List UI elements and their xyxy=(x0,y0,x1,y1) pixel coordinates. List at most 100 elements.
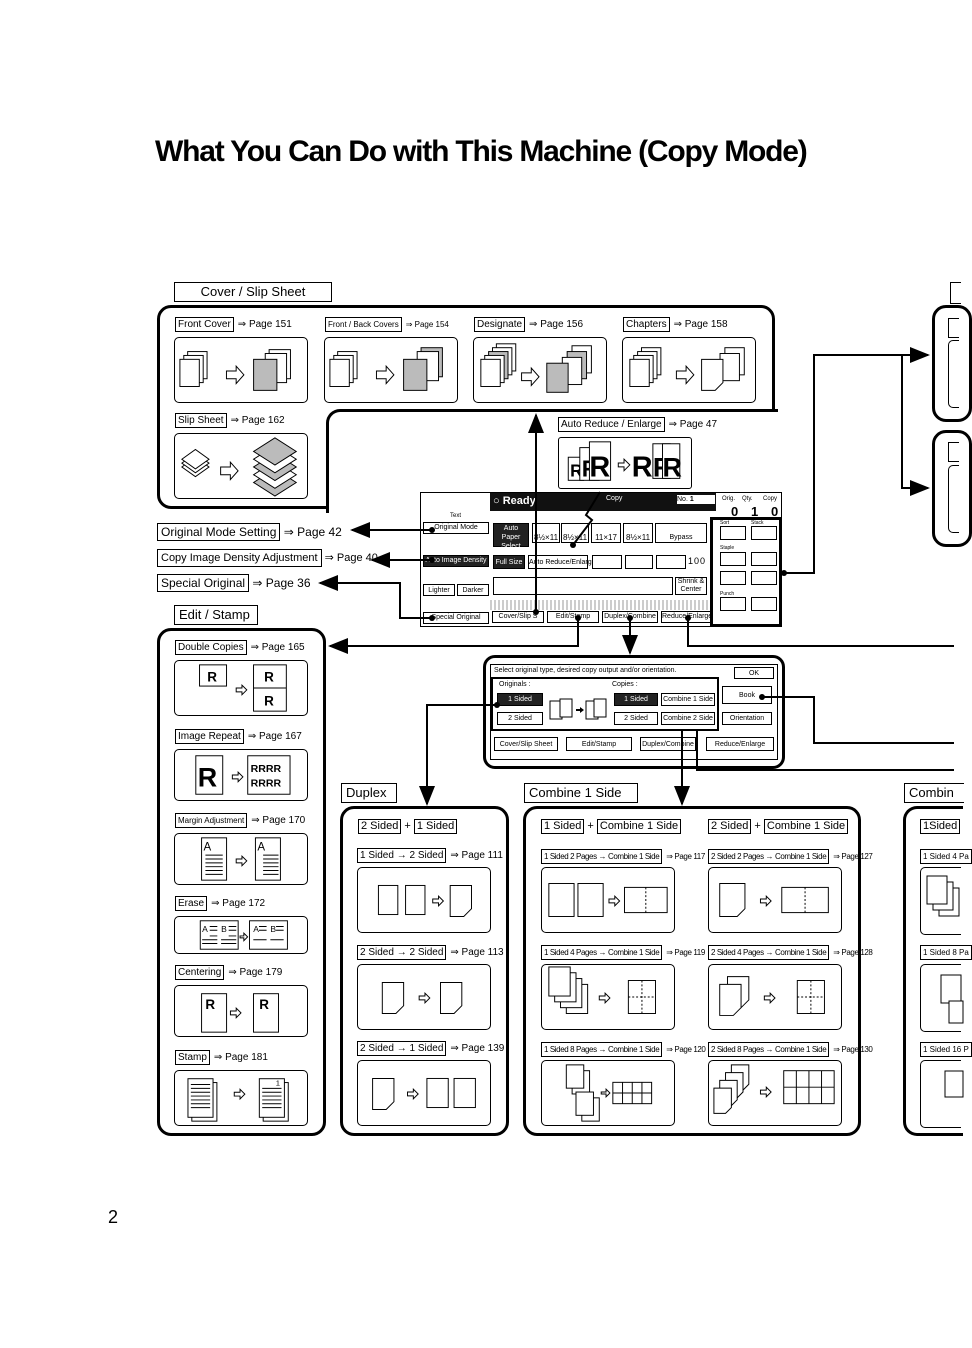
darker-button[interactable]: Darker xyxy=(457,584,489,596)
combine-l2-illustration xyxy=(541,964,675,1030)
combine-header: Combine 1 Side xyxy=(524,783,638,803)
tab-edit-stamp[interactable]: Edit/Stamp xyxy=(547,611,599,623)
image-repeat-label: Image Repeat⇒ Page 167 xyxy=(175,729,302,744)
tray-2-button[interactable]: 8½×11 xyxy=(561,523,589,543)
slip-sheet-illustration xyxy=(174,433,308,499)
duplex-1-2-label: 1 Sided → 2 Sided⇒ Page 111 xyxy=(357,848,503,863)
copies-1-sided-button[interactable]: 1 Sided xyxy=(614,693,658,706)
right-partial-group-1 xyxy=(932,305,972,422)
auto-image-density-button[interactable]: Auto Image Density xyxy=(423,555,489,567)
svg-text:R: R xyxy=(264,693,274,708)
combine2-l1-label: 1 Sided 4 Pa xyxy=(920,849,972,864)
duplex-tab-reduce[interactable]: Reduce/Enlarge xyxy=(706,737,774,751)
copies-2-sided-button[interactable]: 2 Sided xyxy=(614,712,658,725)
page-number: 2 xyxy=(108,1207,119,1227)
slip-sheet-label: Slip Sheet⇒ Page 162 xyxy=(175,413,285,428)
duplex-instruction: Select original type, desired copy outpu… xyxy=(494,667,677,674)
orientation-button[interactable]: Orientation xyxy=(722,712,772,725)
designate-illustration xyxy=(473,337,607,403)
duplex-2-1-illustration xyxy=(357,1060,491,1126)
duplex-combo: 2 Sided + 1 Sided xyxy=(358,819,458,834)
sort-label: Sort xyxy=(720,520,730,526)
ratio-3-button[interactable] xyxy=(656,555,686,569)
staple-3-button[interactable] xyxy=(720,571,746,585)
ratio-2-button[interactable] xyxy=(625,555,653,569)
special-original-button[interactable]: Special Original xyxy=(423,612,489,624)
designate-label: Designate⇒ Page 156 xyxy=(474,317,583,332)
combine-l1-label: 1 Sided 2 Pages → Combine 1 Side⇒ Page 1… xyxy=(541,849,705,864)
shrink-center-button[interactable]: Shrink & Center xyxy=(675,577,707,595)
punch-2-button[interactable] xyxy=(751,597,777,611)
edit-group xyxy=(157,628,326,1136)
full-size-button[interactable]: Full Size xyxy=(493,555,525,569)
originals-2-sided-button[interactable]: 2 Sided xyxy=(497,712,543,725)
orig-label: Orig. xyxy=(722,496,736,502)
originals-1-sided-button[interactable]: 1 Sided xyxy=(497,693,543,706)
duplex-tab-cover[interactable]: Cover/Slip Sheet xyxy=(494,737,558,751)
punch-label: Punch xyxy=(720,591,735,597)
combine-1-side-button[interactable]: Combine 1 Side xyxy=(661,693,715,706)
combine2-l2-label: 1 Sided 8 Pa xyxy=(920,945,972,960)
double-copies-label: Double Copies⇒ Page 165 xyxy=(175,640,305,655)
duplex-2-2-illustration xyxy=(357,964,491,1030)
duplex-2-2-label: 2 Sided → 2 Sided⇒ Page 113 xyxy=(357,945,504,960)
staple-1-button[interactable] xyxy=(720,552,746,566)
combine2-ill-3 xyxy=(920,1060,964,1128)
right-partial-ill-2 xyxy=(948,465,959,533)
svg-text:R: R xyxy=(264,669,274,684)
chapters-illustration xyxy=(622,337,756,403)
combine-l3-illustration xyxy=(541,1060,675,1126)
qty-label: Qty. xyxy=(742,496,753,502)
margin-adjustment-label: Margin Adjustment⇒ Page 170 xyxy=(175,813,305,828)
original-mode-setting-label: Original Mode Setting ⇒ Page 42 xyxy=(157,523,342,541)
density-label: Copy Image Density Adjustment ⇒ Page 40 xyxy=(157,549,378,567)
chapters-label: Chapters⇒ Page 158 xyxy=(623,317,728,332)
ratio-1-button[interactable] xyxy=(592,555,622,569)
original-mode-button[interactable]: Original Mode xyxy=(423,522,489,534)
combine-l2-label: 1 Sided 4 Pages → Combine 1 Side⇒ Page 1… xyxy=(541,945,705,960)
ok-button[interactable]: OK xyxy=(734,667,774,679)
shortcut-row[interactable] xyxy=(493,577,673,595)
auto-reduce-enlarge-button[interactable]: Auto Reduce/Enlarge xyxy=(528,555,596,569)
front-cover-illustration xyxy=(174,337,308,403)
svg-text:R: R xyxy=(663,452,682,482)
front-back-label: Front / Back Covers⇒ Page 154 xyxy=(325,317,449,332)
svg-text:B: B xyxy=(221,924,227,934)
combine-2-side-button[interactable]: Combine 2 Side xyxy=(661,712,715,725)
combine2-header: Combin xyxy=(904,783,964,803)
stamp-label: Stamp⇒ Page 181 xyxy=(175,1050,268,1065)
svg-text:R: R xyxy=(259,997,269,1012)
duplex-2-1-label: 2 Sided → 1 Sided⇒ Page 139 xyxy=(357,1041,504,1056)
combine-left-combo: 1 Sided + Combine 1 Side xyxy=(541,819,682,834)
panel-dotted-band xyxy=(490,600,712,610)
duplex-tab-edit[interactable]: Edit/Stamp xyxy=(566,737,632,751)
auto-paper-select-button[interactable]: Auto Paper Select xyxy=(493,523,529,550)
tab-cover-slip[interactable]: Cover/Slip S xyxy=(492,611,544,623)
combine-l3-label: 1 Sided 8 Pages → Combine 1 Side⇒ Page 1… xyxy=(541,1042,706,1057)
tray-1-button[interactable]: 8½×11 xyxy=(532,523,560,543)
lighter-button[interactable]: Lighter xyxy=(423,584,455,596)
sort-button[interactable] xyxy=(720,526,746,540)
book-button[interactable]: Book xyxy=(722,686,772,704)
special-original-label: Special Original ⇒ Page 36 xyxy=(157,574,311,592)
staple-2-button[interactable] xyxy=(751,552,777,566)
bypass-button[interactable]: Bypass xyxy=(655,523,707,543)
tab-reduce-enlarge[interactable]: Reduce/Enlarge xyxy=(661,611,712,623)
punch-1-button[interactable] xyxy=(720,597,746,611)
duplex-1-2-illustration xyxy=(357,867,491,933)
staple-4-button[interactable] xyxy=(751,571,777,585)
combine2-l3-label: 1 Sided 16 P xyxy=(920,1042,972,1057)
stack-button[interactable] xyxy=(751,526,777,540)
auto-reduce-label: Auto Reduce / Enlarge⇒ Page 47 xyxy=(558,417,717,432)
tray-4-button[interactable]: 8½×11 xyxy=(623,523,653,543)
page-title: What You Can Do with This Machine (Copy … xyxy=(155,135,808,168)
tab-duplex-combine[interactable]: Duplex/Combine xyxy=(602,611,658,623)
stack-label: Stack xyxy=(751,520,764,526)
tray-3-button[interactable]: 11×17 xyxy=(591,523,621,543)
combine-r2-label: 2 Sided 4 Pages → Combine 1 Side⇒ Page 1… xyxy=(708,945,873,960)
duplex-tab-duplex[interactable]: Duplex/Combine xyxy=(640,737,696,751)
combine2-group xyxy=(903,806,963,1136)
